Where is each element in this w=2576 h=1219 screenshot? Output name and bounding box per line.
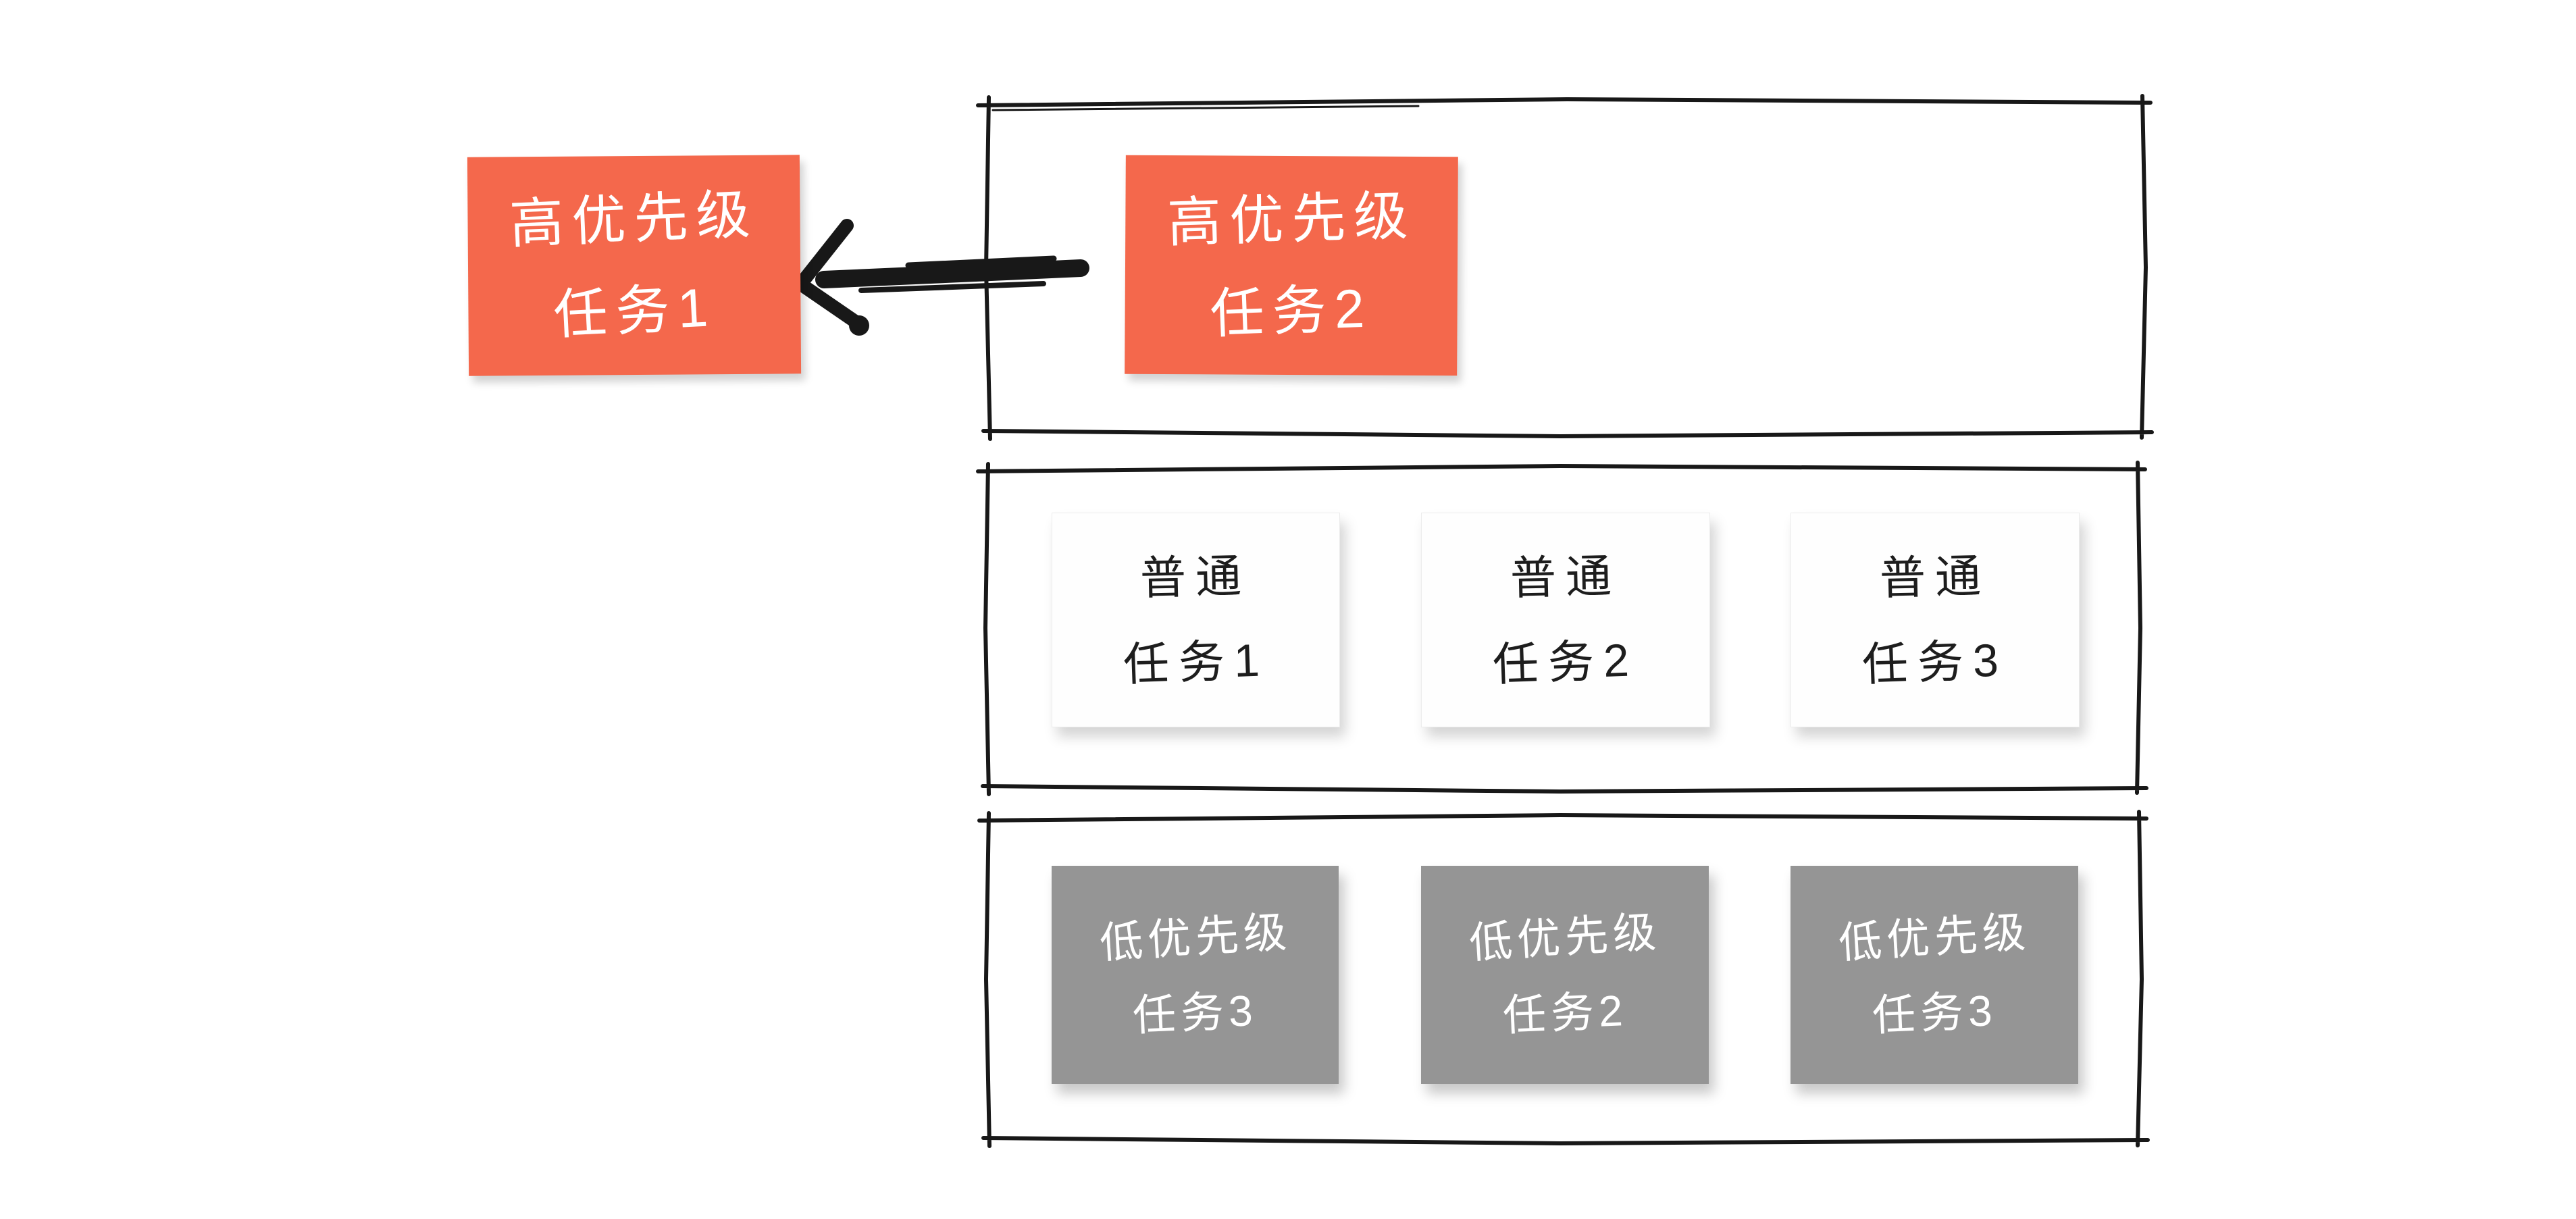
task-label-line2: 任务2 xyxy=(1491,634,1640,691)
task-label-line1: 低优先级 xyxy=(1837,906,2032,968)
task-label-line2: 任务2 xyxy=(1208,278,1374,344)
task-label-line1: 普通 xyxy=(1510,550,1622,604)
task-label-line1: 低优先级 xyxy=(1098,906,1293,968)
task-label-line1: 高优先级 xyxy=(508,184,760,255)
task-card-normal-1: 普通 任务1 xyxy=(1052,513,1340,727)
task-label-line2: 任务1 xyxy=(1122,634,1270,691)
task-card-normal-3: 普通 任务3 xyxy=(1791,513,2080,727)
task-card-high-priority-2: 高优先级 任务2 xyxy=(1125,155,1458,376)
task-card-normal-2: 普通 任务2 xyxy=(1421,513,1710,727)
queue-high-border xyxy=(976,94,2154,441)
task-label-line2: 任务1 xyxy=(552,276,717,346)
queue-low-border xyxy=(977,810,2150,1148)
task-label-line1: 普通 xyxy=(1879,550,1991,604)
task-card-low-priority-1: 低优先级 任务3 xyxy=(1052,866,1339,1084)
task-label-line1: 低优先级 xyxy=(1468,906,1662,968)
task-label-line1: 高优先级 xyxy=(1166,185,1417,253)
task-card-high-priority-1: 高优先级 任务1 xyxy=(467,155,802,376)
left-arrow-icon xyxy=(794,219,1089,336)
task-label-line2: 任务3 xyxy=(1871,985,1998,1040)
task-card-low-priority-3: 低优先级 任务3 xyxy=(1791,866,2078,1084)
task-label-line2: 任务3 xyxy=(1131,985,1259,1040)
task-label-line2: 任务2 xyxy=(1501,985,1628,1040)
task-card-low-priority-2: 低优先级 任务2 xyxy=(1421,866,1709,1084)
task-label-line2: 任务3 xyxy=(1861,634,2009,691)
queue-normal-border xyxy=(976,461,2148,796)
task-label-line1: 普通 xyxy=(1139,550,1252,604)
